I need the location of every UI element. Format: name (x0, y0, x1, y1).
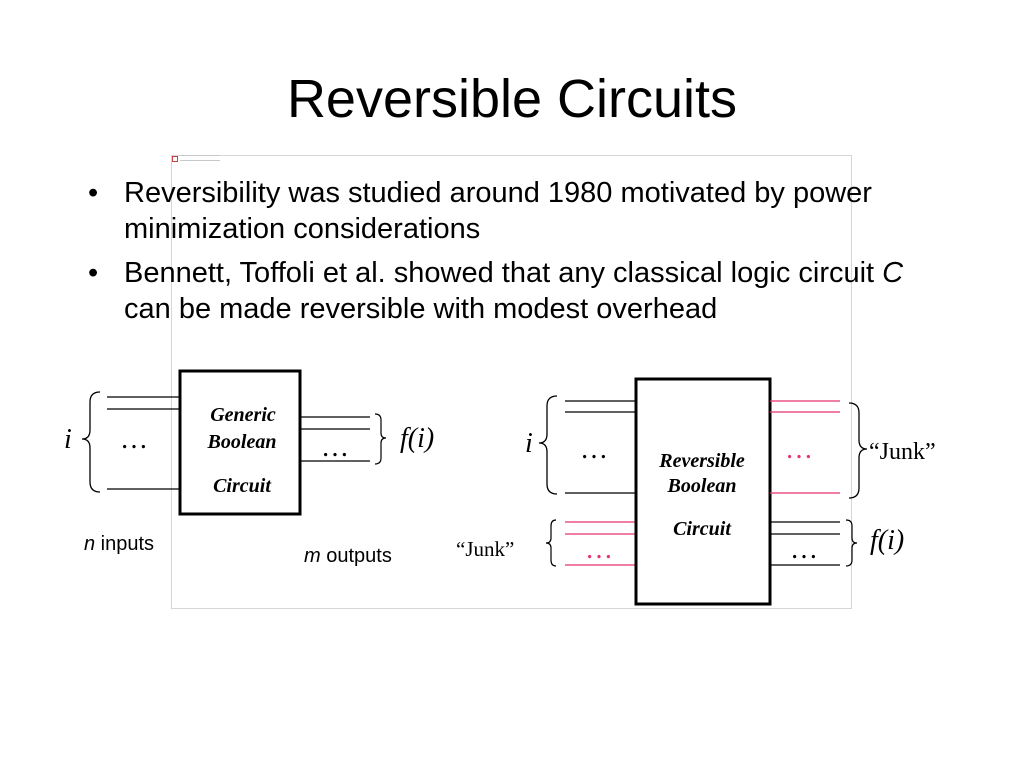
reversible-output-label: f(i) (870, 525, 904, 556)
generic-box-line: Boolean (207, 431, 277, 453)
m-outputs-label: m outputs (304, 545, 392, 568)
junk-input-label: “Junk” (456, 537, 514, 561)
n-inputs-text: inputs (95, 533, 155, 555)
bullet-dot-icon: • (88, 257, 99, 289)
bullet-list: • Reversibility was studied around 1980 … (88, 175, 928, 335)
m-outputs-text: outputs (320, 545, 392, 567)
generic-circuit-diagram: i … Generic Boolean Circuit … f(i) (64, 369, 434, 516)
reversible-box-line: Boolean (667, 475, 737, 497)
junk-output-label: “Junk” (869, 439, 936, 465)
figure-caption-lines (180, 155, 220, 161)
reversible-circuit-diagram: i … “Junk” … Reversible Boolean Circuit … (456, 377, 936, 606)
reversible-output-brace (845, 519, 858, 567)
generic-input-brace (81, 391, 101, 493)
bullet-text-after: can be made reversible with modest overh… (124, 293, 718, 325)
generic-output-label: f(i) (400, 423, 434, 454)
generic-output-dots: … (321, 432, 349, 463)
n-inputs-label: n inputs (84, 533, 154, 556)
junk-output-dots: … (785, 434, 813, 465)
slide-title: Reversible Circuits (286, 69, 738, 129)
generic-circuit-box (178, 369, 302, 516)
junk-input-dots: … (585, 534, 613, 565)
bullet-item: • Reversibility was studied around 1980 … (88, 175, 928, 247)
bullet-item: • Bennett, Toffoli et al. showed that an… (88, 255, 928, 327)
reversible-input-dots: … (580, 434, 608, 465)
reversible-circuit-box (634, 377, 772, 606)
n-var: n (84, 533, 96, 555)
generic-output-brace (374, 413, 387, 465)
junk-input-brace (545, 519, 557, 567)
reversible-input-label: i (525, 428, 533, 459)
embedded-figure-frame (171, 155, 852, 609)
reversible-input-brace (538, 395, 558, 495)
m-var: m (304, 545, 321, 567)
generic-box-line: Circuit (213, 475, 272, 497)
reversible-output-dots: … (790, 534, 818, 565)
junk-output-brace (848, 402, 868, 499)
generic-input-dots: … (120, 424, 148, 455)
generic-box-line: Generic (210, 404, 276, 426)
bullet-italic-var: C (882, 257, 904, 289)
bullet-dot-icon: • (88, 177, 99, 209)
reversible-box-line: Reversible (658, 450, 745, 472)
bullet-text: Reversibility was studied around 1980 mo… (124, 177, 872, 245)
reversible-box-line: Circuit (673, 518, 732, 540)
bullet-text-before: Bennett, Toffoli et al. showed that any … (124, 257, 883, 289)
figure-marker-icon (172, 156, 178, 162)
generic-input-label: i (64, 424, 72, 455)
